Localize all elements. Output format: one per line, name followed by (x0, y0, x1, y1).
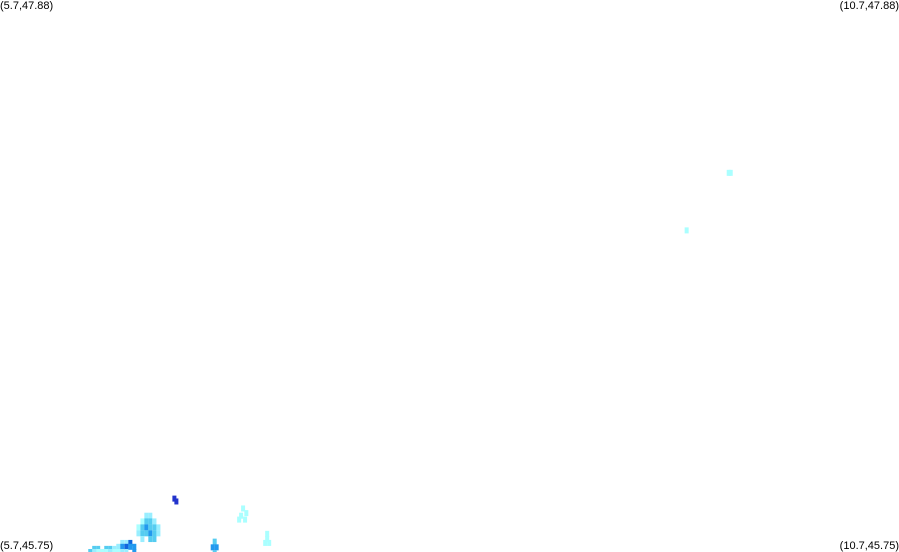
precipitation-cell (152, 536, 157, 543)
corner-label-top-left: (5.7,47.88) (0, 0, 54, 12)
precipitation-cell (214, 544, 219, 551)
precipitation-cell (116, 548, 121, 552)
precipitation-cell (132, 543, 137, 550)
precipitation-cell (174, 498, 179, 505)
precipitation-cell (112, 545, 117, 552)
corner-label-bottom-right: (10.7,45.75) (839, 540, 899, 552)
precipitation-cell (148, 518, 153, 525)
precipitation-cell (239, 512, 244, 519)
precipitation-cell (244, 510, 249, 517)
precipitation-cell (263, 539, 268, 546)
precipitation-cell (212, 550, 217, 552)
precipitation-cell (265, 536, 270, 543)
precipitation-cell (128, 539, 133, 546)
precipitation-cell (124, 543, 129, 550)
precipitation-cell (265, 530, 270, 537)
precipitation-cell (120, 539, 125, 546)
precipitation-cell (148, 536, 153, 543)
precipitation-cell (210, 544, 215, 551)
precipitation-cell (140, 536, 145, 543)
precipitation-cell (144, 512, 149, 519)
precipitation-cell (116, 543, 121, 550)
precipitation-cell (92, 545, 97, 552)
precipitation-cell (136, 530, 141, 537)
precipitation-cell (148, 524, 153, 531)
precipitation-cell (92, 548, 97, 552)
precipitation-cell (144, 530, 149, 537)
precipitation-cell (96, 545, 101, 552)
precipitation-cell (684, 227, 689, 234)
precipitation-cell (104, 548, 109, 552)
precipitation-cell (241, 505, 246, 512)
precipitation-cell (267, 539, 272, 546)
precipitation-cell (243, 516, 248, 523)
precipitation-cell (156, 524, 161, 531)
precipitation-cell (148, 512, 153, 519)
corner-label-top-right: (10.7,47.88) (839, 0, 899, 12)
precipitation-cell (128, 543, 133, 550)
precipitation-cell (120, 543, 125, 550)
precipitation-cell (112, 548, 117, 552)
precipitation-cell (140, 530, 145, 537)
corner-label-bottom-left: (5.7,45.75) (0, 540, 54, 552)
precipitation-cell (728, 169, 733, 176)
precipitation-cell (124, 539, 129, 546)
precipitation-cell (108, 545, 113, 552)
precipitation-cell (212, 538, 217, 545)
precipitation-cell (124, 548, 129, 552)
precipitation-cell (144, 518, 149, 525)
precipitation-cell (152, 518, 157, 525)
precipitation-cell (88, 548, 93, 552)
precipitation-cell (237, 516, 242, 523)
precipitation-cell (140, 524, 145, 531)
precipitation-cell (152, 530, 157, 537)
precipitation-cell (140, 518, 145, 525)
precipitation-cell (100, 548, 105, 552)
precipitation-cell (132, 548, 137, 552)
precipitation-cell (156, 530, 161, 537)
precipitation-cell (104, 545, 109, 552)
precipitation-cell (148, 530, 153, 537)
precipitation-cell (120, 548, 125, 552)
precipitation-cell (108, 548, 113, 552)
precipitation-cells-layer (88, 169, 733, 552)
precipitation-cell (96, 548, 101, 552)
precipitation-cell (144, 524, 149, 531)
precipitation-cell (136, 524, 141, 531)
precipitation-cell (152, 524, 157, 531)
